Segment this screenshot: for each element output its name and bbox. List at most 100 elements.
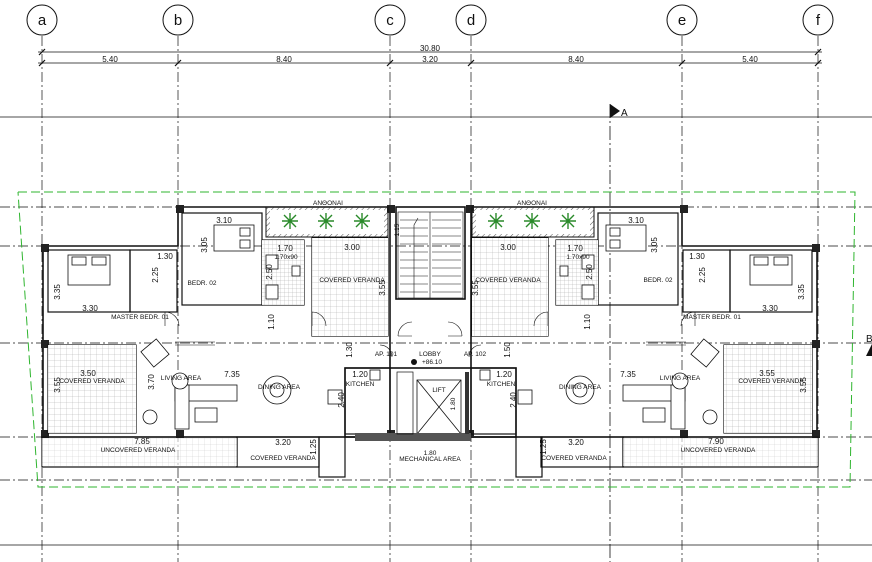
stair-width: 1.15 — [394, 223, 401, 236]
svg-text:UNCOVERED VERANDA: UNCOVERED VERANDA — [681, 447, 756, 454]
svg-text:LIVING AREA: LIVING AREA — [161, 375, 202, 382]
svg-text:2.40: 2.40 — [509, 392, 518, 408]
plant-label-right: ΑΝΘΟΝΑΙ — [517, 200, 547, 207]
svg-text:DINING AREA: DINING AREA — [258, 384, 301, 391]
svg-text:A: A — [621, 108, 628, 119]
grid-bubbles: a b c d e f — [26, 4, 834, 36]
svg-text:KITCHEN: KITCHEN — [346, 381, 375, 388]
lobby-level: +86.10 — [422, 359, 442, 366]
grid-bubble-b: b — [162, 4, 194, 36]
svg-text:3.20: 3.20 — [568, 438, 584, 447]
grid-bubble-c: c — [374, 4, 406, 36]
property-boundary — [17, 191, 856, 488]
svg-text:3.00: 3.00 — [500, 243, 516, 252]
svg-text:COVERED VERANDA: COVERED VERANDA — [250, 455, 316, 462]
ap-101-label: AP. 101 — [375, 351, 398, 358]
lobby-width: 1.80 — [424, 450, 437, 457]
svg-text:3.00: 3.00 — [344, 243, 360, 252]
lift-depth: 1.80 — [450, 397, 457, 410]
rails — [175, 341, 686, 346]
svg-text:COVERED VERANDA: COVERED VERANDA — [738, 378, 804, 385]
bay-dimension-ab: 5.40 — [102, 55, 118, 64]
svg-text:3.05: 3.05 — [650, 237, 659, 253]
svg-text:1.70: 1.70 — [277, 244, 293, 253]
svg-text:f: f — [816, 12, 821, 29]
svg-text:1.70: 1.70 — [567, 244, 583, 253]
svg-text:1.30: 1.30 — [689, 252, 705, 261]
svg-text:UNCOVERED VERANDA: UNCOVERED VERANDA — [101, 447, 176, 454]
svg-text:1.25: 1.25 — [309, 439, 318, 455]
right-unit-labels: COVERED VERANDA 3.00 3.55 BEDR. 02 3.10 … — [471, 216, 808, 462]
grid-bubble-e: e — [666, 4, 698, 36]
svg-text:3.10: 3.10 — [628, 216, 644, 225]
svg-text:3.30: 3.30 — [762, 304, 778, 313]
svg-text:BEDR. 02: BEDR. 02 — [644, 277, 673, 284]
svg-text:d: d — [467, 12, 475, 29]
svg-text:2.25: 2.25 — [151, 267, 160, 283]
svg-text:a: a — [38, 12, 47, 29]
svg-text:1.10: 1.10 — [267, 314, 276, 330]
right-veranda-tiles — [724, 345, 812, 433]
svg-text:7.35: 7.35 — [620, 370, 636, 379]
bay-dimension-ef: 5.40 — [742, 55, 758, 64]
right-shaft — [465, 372, 469, 434]
left-uncovered-tiles — [42, 438, 237, 466]
grid-bubble-a: a — [26, 4, 58, 36]
svg-text:3.55: 3.55 — [53, 377, 62, 393]
svg-text:DINING AREA: DINING AREA — [559, 384, 602, 391]
furniture-right — [479, 224, 793, 430]
section-marker-a: A — [609, 104, 628, 562]
bay-dimension-bc: 8.40 — [276, 55, 292, 64]
grid-bubble-f: f — [802, 4, 834, 36]
svg-text:COVERED VERANDA: COVERED VERANDA — [475, 277, 541, 284]
right-top-veranda-tiles — [472, 238, 548, 336]
svg-text:3.55: 3.55 — [799, 377, 808, 393]
svg-text:1.50: 1.50 — [503, 342, 512, 358]
svg-text:2.50: 2.50 — [265, 264, 274, 280]
svg-text:3.70: 3.70 — [147, 374, 156, 390]
svg-text:3.05: 3.05 — [200, 237, 209, 253]
section-marker-b: B — [866, 334, 872, 356]
svg-text:7.85: 7.85 — [134, 437, 150, 446]
svg-text:1.70x90: 1.70x90 — [566, 254, 590, 261]
svg-text:3.20: 3.20 — [275, 438, 291, 447]
svg-text:1.25: 1.25 — [539, 439, 548, 455]
svg-text:1.20: 1.20 — [496, 370, 512, 379]
svg-text:2.25: 2.25 — [698, 267, 707, 283]
svg-text:c: c — [386, 12, 394, 29]
svg-text:3.10: 3.10 — [216, 216, 232, 225]
ap-102-label: AP. 102 — [464, 351, 487, 358]
svg-text:2.50: 2.50 — [585, 264, 594, 280]
left-shaft — [396, 371, 414, 435]
left-unit-labels: COVERED VERANDA 3.00 3.55 BEDR. 02 3.10 … — [53, 216, 387, 462]
lift-label: LIFT — [432, 387, 445, 394]
svg-text:b: b — [174, 12, 182, 29]
grid-bubble-d: d — [455, 4, 487, 36]
svg-text:B: B — [866, 334, 872, 345]
lobby-label: LOBBY — [419, 351, 441, 358]
right-uncovered-tiles — [623, 438, 818, 466]
svg-text:3.55: 3.55 — [378, 280, 387, 296]
svg-text:COVERED VERANDA: COVERED VERANDA — [319, 277, 385, 284]
mechanical-area-label: MECHANICAL AREA — [399, 456, 461, 463]
bay-dimension-cd: 3.20 — [422, 55, 438, 64]
svg-text:COVERED VERANDA: COVERED VERANDA — [59, 378, 125, 385]
left-top-veranda-tiles — [312, 238, 388, 336]
svg-text:e: e — [678, 12, 686, 29]
dimension-lines — [38, 48, 822, 67]
svg-text:3.50: 3.50 — [80, 369, 96, 378]
svg-text:7.90: 7.90 — [708, 437, 724, 446]
svg-text:MASTER BEDR. 01: MASTER BEDR. 01 — [111, 314, 169, 321]
svg-text:COVERED VERANDA: COVERED VERANDA — [541, 455, 607, 462]
bay-dimension-de: 8.40 — [568, 55, 584, 64]
svg-text:7.35: 7.35 — [224, 370, 240, 379]
left-veranda-tiles — [48, 345, 136, 433]
overall-dimension: 30.80 — [420, 44, 441, 53]
svg-text:LIVING AREA: LIVING AREA — [660, 375, 701, 382]
svg-text:3.30: 3.30 — [82, 304, 98, 313]
level-marker-icon — [411, 359, 417, 365]
lobby-threshold — [355, 433, 471, 441]
svg-text:1.30: 1.30 — [157, 252, 173, 261]
furniture-left — [67, 224, 381, 430]
